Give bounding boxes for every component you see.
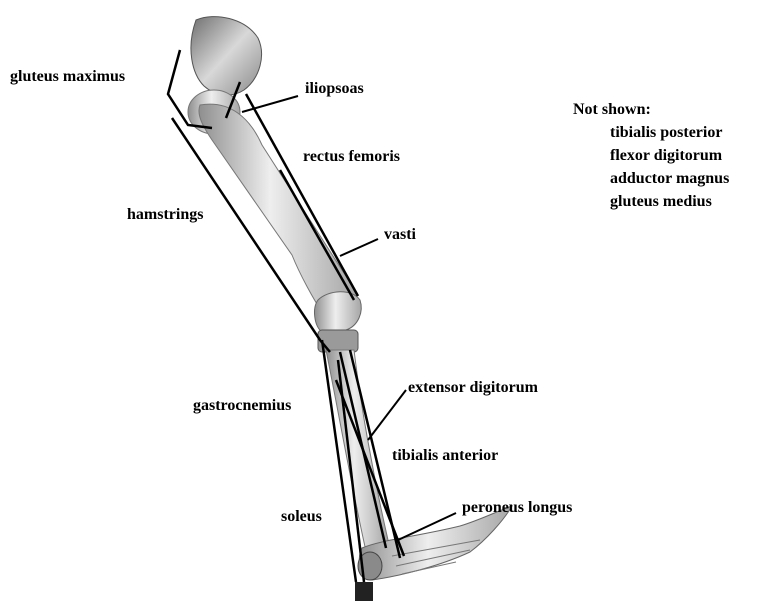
label-tibialis-anterior: tibialis anterior — [392, 447, 498, 465]
shank-end — [355, 582, 373, 601]
label-soleus: soleus — [281, 508, 322, 526]
label-vasti: vasti — [384, 226, 416, 244]
not-shown-title: Not shown: — [573, 98, 729, 121]
femur-bone — [199, 104, 357, 312]
label-extensor-digitorum: extensor digitorum — [408, 379, 538, 397]
label-gastrocnemius: gastrocnemius — [193, 397, 291, 415]
label-peroneus-longus: peroneus longus — [462, 499, 572, 517]
label-iliopsoas: iliopsoas — [305, 80, 364, 98]
knee-joint — [315, 292, 362, 332]
not-shown-item: tibialis posterior — [610, 121, 729, 144]
not-shown-item: flexor digitorum — [610, 144, 729, 167]
vasti-pointer — [340, 239, 378, 256]
label-rectus-femoris: rectus femoris — [303, 148, 400, 166]
not-shown-legend: Not shown: tibialis posterior flexor dig… — [573, 98, 729, 213]
label-gluteus-maximus: gluteus maximus — [10, 68, 125, 86]
not-shown-list: tibialis posterior flexor digitorum addu… — [610, 121, 729, 213]
pelvis-bone — [191, 17, 262, 95]
extensor-digitorum-pointer — [368, 390, 406, 440]
not-shown-item: adductor magnus — [610, 167, 729, 190]
not-shown-item: gluteus medius — [610, 190, 729, 213]
label-hamstrings: hamstrings — [127, 206, 203, 224]
